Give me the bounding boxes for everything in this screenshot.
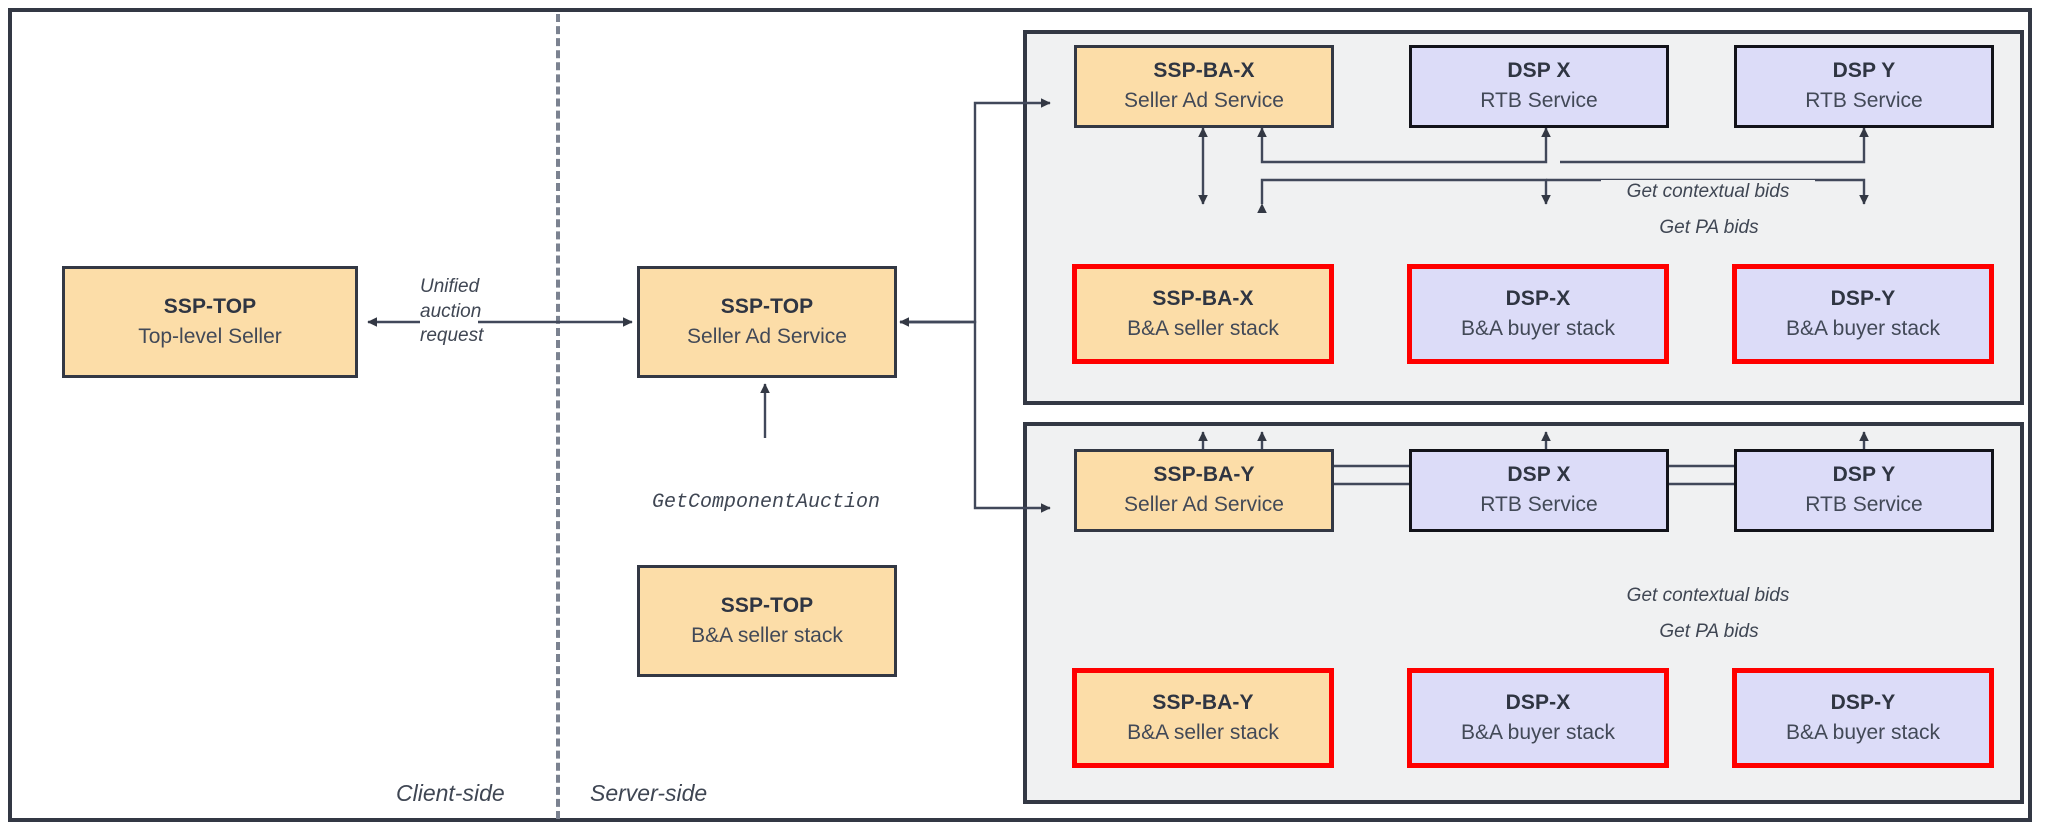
node-subtitle: RTB Service [1480,493,1598,516]
node-subtitle: B&A buyer stack [1785,720,1941,744]
node-title: DSP-Y [1830,690,1896,714]
zone-label-client-side: Client-side [396,780,505,806]
node-ssp-top-top-level-seller[interactable]: SSP-TOP Top-level Seller [62,266,358,378]
node-dsp-y-ba-buyer-stack-top[interactable]: DSP-Y B&A buyer stack [1732,264,1994,364]
node-title: DSP-X [1505,690,1571,714]
node-title: DSP Y [1832,463,1896,487]
node-subtitle: Top-level Seller [138,324,282,348]
node-title: DSP Y [1832,59,1896,83]
node-dsp-y-rtb-service-top[interactable]: DSP Y RTB Service [1734,45,1994,128]
node-subtitle: B&A seller stack [1127,720,1279,744]
zone-label-server-side: Server-side [590,780,708,806]
edge-label-line: auction [420,300,482,322]
node-title: SSP-TOP [720,593,814,617]
node-subtitle: B&A seller stack [691,623,843,647]
node-subtitle: B&A buyer stack [1460,316,1616,340]
node-title: DSP-X [1505,286,1571,310]
node-subtitle: Seller Ad Service [1124,493,1284,516]
node-subtitle: B&A buyer stack [1785,316,1941,340]
node-dsp-x-rtb-service-bottom[interactable]: DSP X RTB Service [1409,449,1669,532]
node-title: DSP X [1507,463,1571,487]
node-dsp-y-ba-buyer-stack-bottom[interactable]: DSP-Y B&A buyer stack [1732,668,1994,768]
edge-label-line: request [420,325,484,347]
node-title: SSP-BA-X [1153,59,1255,83]
edge-label-line: GetComponentAuction [651,491,881,514]
node-ssp-ba-x-ba-seller-stack[interactable]: SSP-BA-X B&A seller stack [1072,264,1334,364]
node-ssp-ba-y-ba-seller-stack[interactable]: SSP-BA-Y B&A seller stack [1072,668,1334,768]
node-subtitle: RTB Service [1480,89,1598,112]
node-title: SSP-TOP [163,294,257,318]
node-subtitle: RTB Service [1805,89,1923,112]
edge-label-get-pa-bids-bottom: Get PA bids [1640,620,1778,645]
node-ssp-top-seller-ad-service[interactable]: SSP-TOP Seller Ad Service [637,266,897,378]
node-ssp-ba-x-seller-ad-service[interactable]: SSP-BA-X Seller Ad Service [1074,45,1334,128]
edge-label-get-contextual-bids-top: Get contextual bids [1601,180,1815,205]
edge-label-unified-auction-request: Unified auction request [420,275,484,350]
node-title: DSP-Y [1830,286,1896,310]
node-title: DSP X [1507,59,1571,83]
node-ssp-ba-y-seller-ad-service[interactable]: SSP-BA-Y Seller Ad Service [1074,449,1334,532]
node-dsp-x-ba-buyer-stack-bottom[interactable]: DSP-X B&A buyer stack [1407,668,1669,768]
edge-label-get-contextual-bids-bottom: Get contextual bids [1601,584,1815,609]
node-title: SSP-TOP [720,294,814,318]
node-dsp-y-rtb-service-bottom[interactable]: DSP Y RTB Service [1734,449,1994,532]
node-subtitle: Seller Ad Service [1124,89,1284,112]
node-subtitle: Seller Ad Service [687,324,847,348]
node-dsp-x-ba-buyer-stack-top[interactable]: DSP-X B&A buyer stack [1407,264,1669,364]
node-dsp-x-rtb-service-top[interactable]: DSP X RTB Service [1409,45,1669,128]
node-subtitle: B&A seller stack [1127,316,1279,340]
node-title: SSP-BA-X [1152,286,1254,310]
node-title: SSP-BA-Y [1153,463,1255,487]
node-subtitle: RTB Service [1805,493,1923,516]
node-ssp-top-ba-seller-stack[interactable]: SSP-TOP B&A seller stack [637,565,897,677]
node-subtitle: B&A buyer stack [1460,720,1616,744]
edge-label-get-pa-bids-top: Get PA bids [1640,216,1778,241]
edge-label-line: Unified [420,276,480,297]
client-server-divider [556,14,560,819]
node-title: SSP-BA-Y [1152,690,1254,714]
